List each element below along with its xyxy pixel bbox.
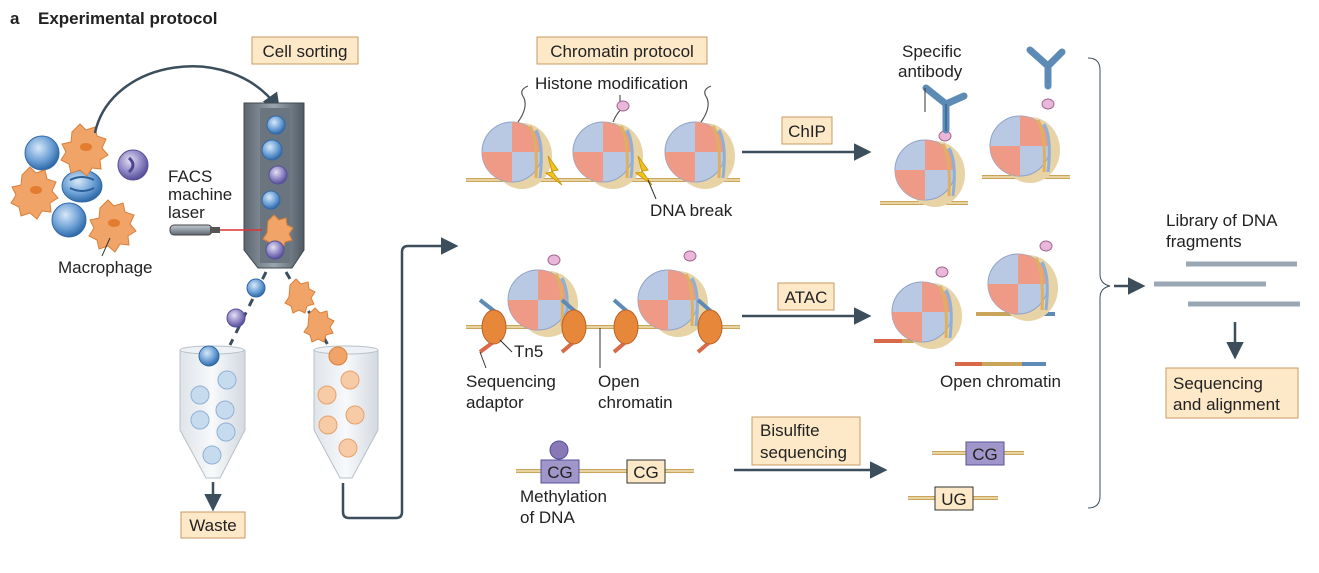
cg-methylated-box: CG xyxy=(965,441,1005,466)
purple-cell xyxy=(117,149,149,181)
macrophage-label: Macrophage xyxy=(58,258,153,277)
cell-population: Macrophage xyxy=(10,123,153,277)
facs-label-line2: machine xyxy=(168,185,232,204)
dna-break-bolt xyxy=(634,155,653,186)
nucleosome xyxy=(987,240,1058,321)
library-line2: fragments xyxy=(1166,232,1242,251)
nucleosome xyxy=(891,266,962,349)
tn5-label: Tn5 xyxy=(514,342,543,361)
dna-break-bolt xyxy=(544,155,563,186)
macrophage-tube xyxy=(313,345,379,479)
sorted-droplets xyxy=(226,271,335,346)
cg-unmethylated-box: CG xyxy=(626,459,666,484)
specific-antibody-line1: Specific xyxy=(902,42,962,61)
sequencing-alignment-box: Sequencing and alignment xyxy=(1165,367,1299,419)
atac-label: ATAC xyxy=(785,288,828,307)
open-chromatin-line2: chromatin xyxy=(598,393,673,412)
curved-arrow-to-sorter xyxy=(93,65,281,134)
open-chromatin-line1: Open xyxy=(598,372,640,391)
blue-cell xyxy=(24,135,60,171)
library-line1: Library of DNA xyxy=(1166,211,1278,230)
cg-label-1: CG xyxy=(547,463,573,482)
panel-letter: a xyxy=(10,9,20,28)
dna-break-label: DNA break xyxy=(650,201,733,220)
bisulfite-line2: sequencing xyxy=(760,443,847,462)
cell-sorting-label: Cell sorting xyxy=(262,42,347,61)
macrophage-cell xyxy=(60,123,109,177)
specific-antibody xyxy=(922,84,968,134)
facs-label-line1: FACS xyxy=(168,167,212,186)
sequencing-adaptor-line1: Sequencing xyxy=(466,372,556,391)
tn5-transposase xyxy=(696,298,723,354)
macrophage-cell xyxy=(10,166,59,220)
dna-break-pointer xyxy=(647,179,657,200)
tn5-pointer xyxy=(499,339,513,353)
histone-modification-label: Histone modification xyxy=(535,74,688,93)
sequencing-adaptor-line2: adaptor xyxy=(466,393,524,412)
methylation-line2: of DNA xyxy=(520,508,575,527)
arrow-to-chromatin-protocol xyxy=(341,237,459,520)
adaptor-pointer xyxy=(479,351,487,369)
chip-label: ChIP xyxy=(788,122,826,141)
methyl-group xyxy=(549,440,569,460)
blue-cell-lobed xyxy=(61,169,103,203)
bisulfite-box: Bisulfite sequencing xyxy=(751,416,861,466)
cg-label-2: CG xyxy=(633,463,659,482)
tn5-transposase xyxy=(612,298,639,354)
bisulfite-line1: Bisulfite xyxy=(760,421,820,440)
cg-methylated-box: CG xyxy=(540,459,580,484)
tn5-transposase xyxy=(478,298,507,354)
chromatin-protocol-box: Chromatin protocol xyxy=(536,36,708,65)
blue-cell xyxy=(51,202,87,238)
nucleosome xyxy=(894,130,965,207)
nucleosome xyxy=(637,250,708,337)
bracket xyxy=(1087,57,1111,509)
atac-output: Open chromatin xyxy=(874,240,1061,391)
facs-laser: FACS machine laser xyxy=(168,167,262,236)
seq-align-line2: and alignment xyxy=(1173,395,1280,414)
dna-fragments xyxy=(1154,261,1300,307)
ug-box: UG xyxy=(934,486,974,511)
facs-label-line3: laser xyxy=(168,203,205,222)
macrophage-pointer xyxy=(101,237,111,257)
chromatin-protocol-label: Chromatin protocol xyxy=(550,42,694,61)
macrophage-cell xyxy=(88,199,137,253)
waste-box: Waste xyxy=(180,511,246,539)
specific-antibody xyxy=(1026,46,1066,90)
ug-label: UG xyxy=(941,490,967,509)
nucleosome xyxy=(989,98,1060,183)
open-chromatin-right-label: Open chromatin xyxy=(940,372,1061,391)
cg-label-3: CG xyxy=(972,445,998,464)
waste-label: Waste xyxy=(189,516,237,535)
cell-sorting-box: Cell sorting xyxy=(251,36,359,65)
methylation-line1: Methylation xyxy=(520,487,607,506)
panel-title: a Experimental protocol xyxy=(10,9,217,28)
chip-output: Specific antibody xyxy=(880,42,1070,207)
panel-title-text: Experimental protocol xyxy=(38,9,217,28)
nucleosome xyxy=(572,100,643,189)
tn5-transposase xyxy=(560,298,587,354)
specific-antibody-line2: antibody xyxy=(898,62,963,81)
chip-box: ChIP xyxy=(781,116,833,145)
waste-tube xyxy=(179,345,246,479)
nucleosome xyxy=(664,85,735,189)
methylation-row: CG CG Methylation of DNA xyxy=(516,440,694,527)
seq-align-line1: Sequencing xyxy=(1173,374,1263,393)
nucleosome xyxy=(481,85,552,189)
atac-box: ATAC xyxy=(777,282,835,311)
bisulfite-output: CG UG xyxy=(908,441,1024,511)
facs-sorter-column xyxy=(243,102,305,269)
